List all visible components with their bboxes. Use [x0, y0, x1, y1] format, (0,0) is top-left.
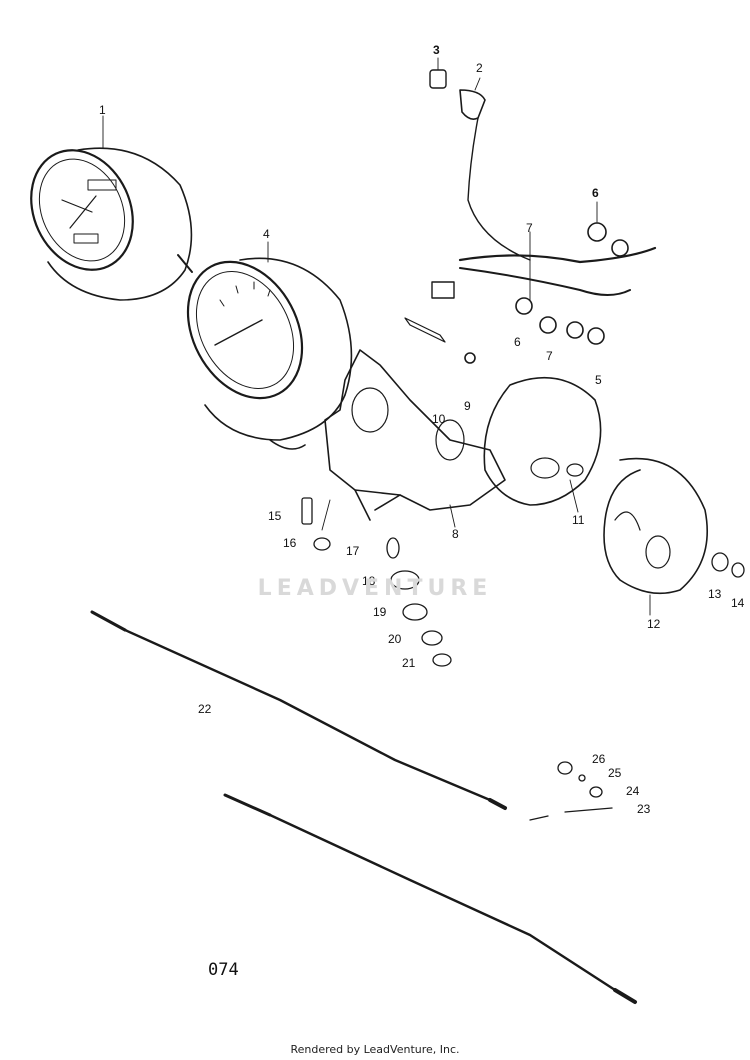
callout-16: 16 [283, 536, 297, 550]
callout-23: 23 [637, 802, 651, 816]
callout-15: 15 [268, 509, 282, 523]
speedometer-gauge [30, 147, 193, 301]
callout-10: 10 [432, 412, 446, 426]
callout-18: 18 [362, 574, 376, 588]
tachometer-gauge [186, 257, 353, 450]
tachometer-cable [223, 793, 637, 1004]
callout-22: 22 [198, 702, 212, 716]
callout-13: 13 [708, 587, 722, 601]
hardware-stack [301, 497, 452, 667]
callout-24: 24 [626, 784, 640, 798]
lamp-socket-cord [429, 69, 531, 261]
footer-credit: Rendered by LeadVenture, Inc. [290, 1043, 460, 1056]
callout-26: 26 [592, 752, 606, 766]
leader-lines [102, 57, 651, 616]
callout-7-top: 7 [526, 221, 533, 235]
callout-20: 20 [388, 632, 402, 646]
callout-6-top: 6 [592, 186, 599, 200]
callout-8: 8 [452, 527, 459, 541]
callout-7-bottom: 7 [546, 349, 553, 363]
callout-11: 11 [572, 513, 585, 527]
callout-25: 25 [608, 766, 622, 780]
speedometer-cable [90, 610, 507, 810]
meter-cup [603, 457, 708, 595]
meter-rear-cover [483, 377, 602, 506]
callout-3: 3 [433, 43, 440, 57]
watermark: LEADVENTURE [257, 576, 493, 601]
washer-nut [711, 552, 745, 578]
callout-9: 9 [464, 399, 471, 413]
callout-14: 14 [731, 596, 745, 610]
callout-4: 4 [263, 227, 270, 241]
cable-end-parts [529, 761, 613, 821]
bulb-harness [404, 222, 657, 364]
diagram-page-code: 074 [208, 960, 239, 980]
callout-2: 2 [476, 61, 483, 75]
meter-bracket [324, 349, 506, 521]
callout-6-bottom: 6 [514, 335, 521, 349]
callout-17: 17 [346, 544, 360, 558]
callout-1: 1 [99, 103, 106, 117]
callout-19: 19 [373, 605, 387, 619]
callout-21: 21 [402, 656, 416, 670]
callout-12: 12 [647, 617, 661, 631]
callout-5: 5 [595, 373, 602, 387]
